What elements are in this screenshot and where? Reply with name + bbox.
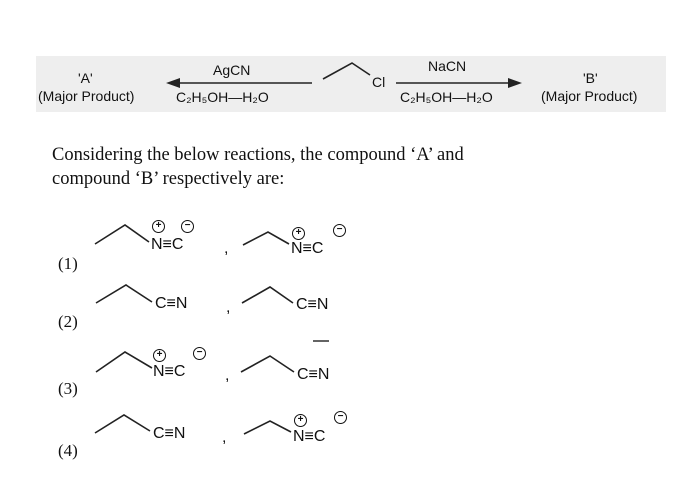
option-2-number: (2) <box>58 312 78 331</box>
option-1-group-a: N≡C <box>151 236 184 253</box>
option-2-separator: , <box>226 299 231 316</box>
solvent-right: C₂H₅OH—H₂O <box>400 89 493 105</box>
option-1-separator: , <box>224 240 229 257</box>
reagent-agcn: AgCN <box>213 62 251 78</box>
option-4-ethyl-a <box>94 414 151 434</box>
option-1-a-minus-charge: − <box>181 220 194 233</box>
option-4-group-b: N≡C <box>293 428 326 445</box>
option-3-separator: , <box>225 367 230 384</box>
option-1-b-minus-charge: − <box>333 224 346 237</box>
question-line-2: compound ‘B’ respectively are: <box>52 169 285 189</box>
reaction-arrow-left-head <box>166 78 180 88</box>
reaction-scheme-band <box>36 56 666 112</box>
question-line-1: Considering the below reactions, the com… <box>52 145 464 165</box>
option-4-group-a: C≡N <box>153 425 186 442</box>
option-3-number: (3) <box>58 379 78 398</box>
option-1-ethyl-b <box>242 231 290 246</box>
product-a-note: (Major Product) <box>38 88 135 104</box>
substrate-chlorine: Cl <box>372 74 386 90</box>
option-1-group-b: N≡C <box>291 240 324 257</box>
ethyl-chloride-skeleton <box>322 62 371 80</box>
option-4-ethyl-b <box>243 420 292 435</box>
option-3-group-b: C≡N <box>297 366 330 383</box>
option-3-a-plus-charge: + <box>153 349 166 362</box>
option-1-number: (1) <box>58 254 78 273</box>
option-4-b-plus-charge: + <box>294 414 307 427</box>
solvent-left: C₂H₅OH—H₂O <box>176 89 269 105</box>
option-4-number: (4) <box>58 441 78 460</box>
product-b-label: 'B' <box>583 70 598 86</box>
question-text: Considering the below reactions, the com… <box>52 143 618 191</box>
reagent-nacn: NaCN <box>428 58 467 74</box>
option-1-b-plus-charge: + <box>292 227 305 240</box>
product-b-note: (Major Product) <box>541 88 638 104</box>
option-1-ethyl-a <box>94 224 150 245</box>
option-1-a-plus-charge: + <box>152 220 165 233</box>
option-2-group-b: C≡N <box>296 296 329 313</box>
reaction-arrow-right-head <box>508 78 522 88</box>
option-3-ethyl-a <box>95 351 153 373</box>
option-4-b-minus-charge: − <box>334 411 347 424</box>
option-3-ethyl-b <box>240 355 295 373</box>
option-2-ethyl-a <box>95 284 153 304</box>
option-2-group-a: C≡N <box>155 295 188 312</box>
option-4-separator: , <box>222 429 227 446</box>
product-a-label: 'A' <box>78 70 93 86</box>
option-3-group-a: N≡C <box>153 363 186 380</box>
option-3-a-minus-charge: − <box>193 347 206 360</box>
option-2-ethyl-b <box>241 286 294 304</box>
